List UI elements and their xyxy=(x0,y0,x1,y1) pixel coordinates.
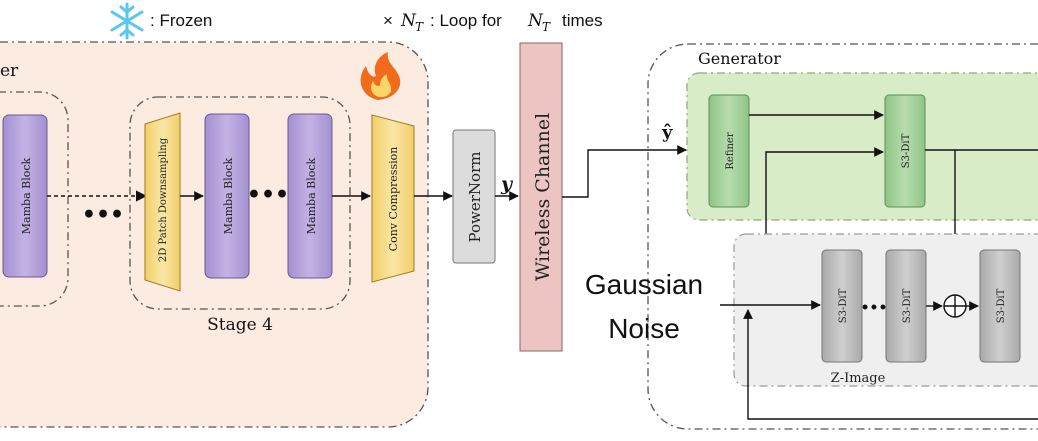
wireless-channel-block xyxy=(519,42,563,352)
arrow-channel-to-refiner xyxy=(562,145,687,198)
wireless-channel-label: Wireless Channel xyxy=(532,113,554,281)
conv-compression-label: Conv Compression xyxy=(387,147,400,252)
noise-label: Noise xyxy=(608,313,680,344)
legend-loop-subscript: T xyxy=(415,20,424,34)
conv-compression-block xyxy=(371,114,415,283)
zimage-s3dit-3-label: S3-DiT xyxy=(996,288,1007,323)
refiner-label: Refiner xyxy=(725,132,736,169)
mamba-block-1-label: Mamba Block xyxy=(20,157,33,234)
green-region xyxy=(686,72,1038,221)
legend-frozen-label: : Frozen xyxy=(150,11,212,30)
s3dit-top-block xyxy=(884,94,926,208)
s3dit-top-label: S3-DiT xyxy=(901,133,912,168)
encoder-title: er xyxy=(0,61,19,81)
legend-loop-suffix: times xyxy=(562,11,603,30)
mamba-block-2 xyxy=(204,113,250,279)
loop-back-arrow xyxy=(743,309,1038,420)
encoder-dots-2: ••• xyxy=(247,182,289,208)
stage4-label: Stage 4 xyxy=(207,315,273,335)
fire-icon xyxy=(360,52,401,100)
patch-downsampling-label: 2D Patch Downsampling xyxy=(158,137,169,262)
generator-region xyxy=(647,43,1038,430)
legend-loop-text: : Loop for xyxy=(430,11,502,30)
legend-loop-prefix: × xyxy=(383,11,393,30)
generator-title: Generator xyxy=(698,49,781,68)
patch-downsampling-block xyxy=(144,112,181,292)
zimage-label: Z-Image xyxy=(831,371,886,386)
mamba-group-left xyxy=(0,91,69,307)
zimage-s3dit-1 xyxy=(821,249,863,363)
snowflake-icon xyxy=(110,2,144,40)
legend-loop-symbol: N xyxy=(400,11,417,31)
y-label: y xyxy=(500,173,514,195)
y-hat-label: ŷ xyxy=(661,122,673,143)
zimage-s3dit-2-label: S3-DiT xyxy=(902,288,913,323)
legend-loop-subscript-2: T xyxy=(542,20,551,34)
mamba-block-3-label: Mamba Block xyxy=(305,157,318,234)
zimage-dots: ••• xyxy=(861,300,888,316)
legend-loop-symbol-2: N xyxy=(527,11,544,31)
gaussian-label: Gaussian xyxy=(585,269,703,300)
encoder-dots-1: ••• xyxy=(82,202,124,228)
zimage-s3dit-1-label: S3-DiT xyxy=(838,288,849,323)
powernorm-label: PowerNorm xyxy=(466,152,484,243)
refiner-block xyxy=(708,94,750,208)
mamba-block-2-label: Mamba Block xyxy=(222,157,235,234)
zimage-s3dit-3 xyxy=(979,249,1021,363)
stage4-group xyxy=(129,96,351,310)
legend-loop: × N T : Loop for N T times xyxy=(383,11,603,34)
